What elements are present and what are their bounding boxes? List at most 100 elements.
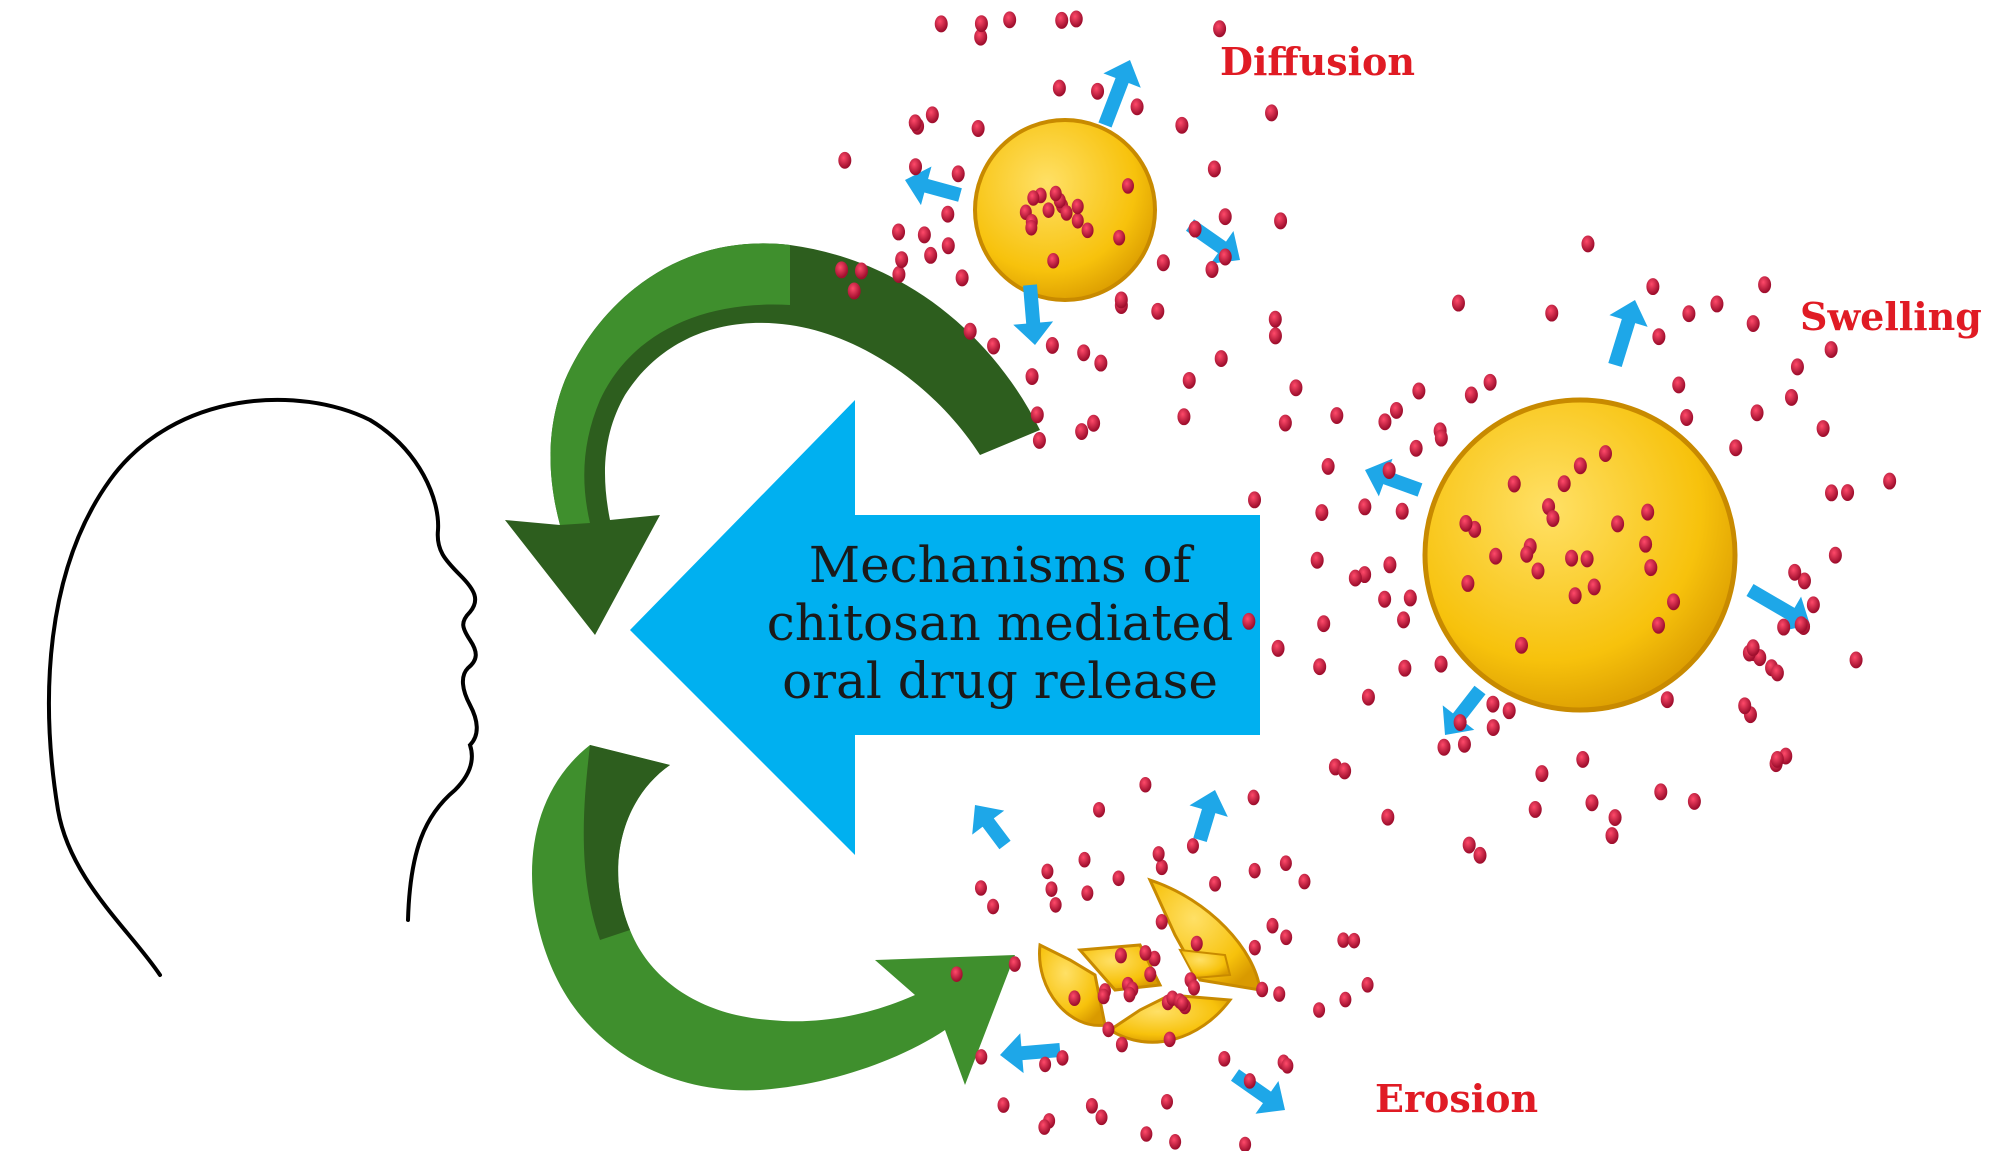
drug-dot [1573, 457, 1587, 475]
drug-dot [1784, 388, 1798, 406]
drug-dot [1797, 572, 1811, 590]
drug-dot [1218, 208, 1232, 226]
drug-dot [1652, 328, 1666, 346]
drug-dot [1156, 254, 1170, 272]
drug-dot [1315, 504, 1329, 521]
drug-dot [1611, 515, 1625, 533]
drug-dot [1248, 862, 1261, 879]
drug-dot [1085, 1098, 1098, 1114]
release-arrow [1000, 1033, 1061, 1074]
drug-dot [1758, 276, 1772, 294]
drug-dot [1545, 304, 1559, 322]
curved-arrow-top [505, 243, 1040, 635]
drug-dot [1770, 750, 1784, 768]
drug-dot [1535, 765, 1549, 783]
drug-dot [1271, 639, 1285, 657]
release-arrow [1189, 790, 1228, 843]
drug-dot [1398, 659, 1412, 677]
drug-dot [1274, 212, 1288, 230]
drug-dot [1177, 408, 1191, 426]
drug-dot [1515, 636, 1529, 654]
drug-dot [1298, 873, 1311, 890]
drug-dot [1209, 876, 1222, 892]
drug-dot [1032, 431, 1046, 449]
drug-dot [1794, 616, 1808, 634]
release-arrow [1608, 300, 1648, 368]
drug-dot [1071, 198, 1084, 215]
drug-dot [1576, 750, 1590, 768]
drug-dot [1464, 386, 1478, 404]
drug-dot [892, 266, 906, 283]
drug-dot [1816, 420, 1830, 437]
drug-dot [1483, 373, 1497, 391]
drug-dot [1348, 932, 1361, 949]
drug-dot [1025, 219, 1038, 236]
drug-dot [1130, 98, 1144, 116]
drug-dot [1139, 945, 1152, 961]
drug-dot [1071, 212, 1084, 229]
drug-dot [1317, 615, 1331, 633]
drug-dot [1605, 827, 1619, 845]
drug-dot [1378, 590, 1392, 608]
drug-dot [1382, 462, 1396, 479]
drug-dot [1176, 995, 1189, 1012]
drug-dot [924, 246, 938, 264]
drug-dot [1507, 475, 1521, 493]
drug-dot [1003, 11, 1017, 29]
drug-dot [1403, 589, 1417, 607]
drug-dot [1412, 382, 1426, 400]
drug-dot [1182, 371, 1196, 389]
drug-dot [1652, 616, 1666, 634]
drug-dot [1381, 808, 1395, 826]
drug-dot [1770, 664, 1784, 682]
drug-dot [1825, 484, 1839, 502]
drug-dot [1187, 979, 1200, 996]
drug-dot [925, 106, 939, 124]
drug-dot [838, 151, 852, 169]
drug-dot [1849, 651, 1863, 669]
drug-dot [1777, 618, 1791, 636]
drug-dot [1646, 278, 1660, 296]
drug-dot [1378, 413, 1392, 431]
swelling-particle [1422, 397, 1738, 713]
drug-dot [1025, 368, 1039, 385]
drug-dot [1081, 222, 1094, 239]
drug-dot [1151, 302, 1165, 320]
drug-dot [1654, 783, 1668, 801]
release-arrow [1098, 60, 1141, 128]
drug-dot [1451, 294, 1465, 312]
drug-dot [1453, 714, 1467, 731]
left-arrow [630, 400, 1260, 855]
center-title-line1: Mechanisms of [809, 536, 1195, 594]
drug-dot [1045, 337, 1059, 354]
drug-dot [1102, 1021, 1115, 1038]
drug-dot [1068, 990, 1081, 1007]
drug-dot [1486, 695, 1500, 713]
drug-dot [1824, 341, 1838, 359]
drug-dot [1746, 315, 1760, 332]
drug-dot [1397, 611, 1411, 629]
drug-dot [1682, 305, 1696, 323]
drug-dot [1580, 550, 1594, 568]
drug-dot [975, 1049, 988, 1065]
drug-dot [1113, 229, 1126, 246]
drug-dot [1265, 104, 1279, 122]
drug-dot [1687, 792, 1701, 810]
drug-dot [1710, 295, 1724, 313]
drug-dot [1557, 475, 1571, 493]
drug-dot [1310, 551, 1324, 569]
drug-dot [1434, 655, 1448, 673]
drug-dot [1047, 252, 1060, 269]
drug-dot [1248, 491, 1262, 509]
drug-dot [1280, 929, 1293, 946]
drug-dot [1218, 1051, 1231, 1067]
drug-dot [1383, 556, 1397, 574]
release-arrow [1746, 583, 1810, 632]
drug-dot [1321, 457, 1335, 475]
label-swelling: Swelling [1800, 294, 1982, 339]
drug-dot [835, 261, 849, 279]
drug-dot [1039, 1056, 1052, 1073]
drug-dot [1266, 917, 1279, 934]
label-erosion: Erosion [1375, 1076, 1538, 1121]
drug-dot [1052, 79, 1066, 97]
